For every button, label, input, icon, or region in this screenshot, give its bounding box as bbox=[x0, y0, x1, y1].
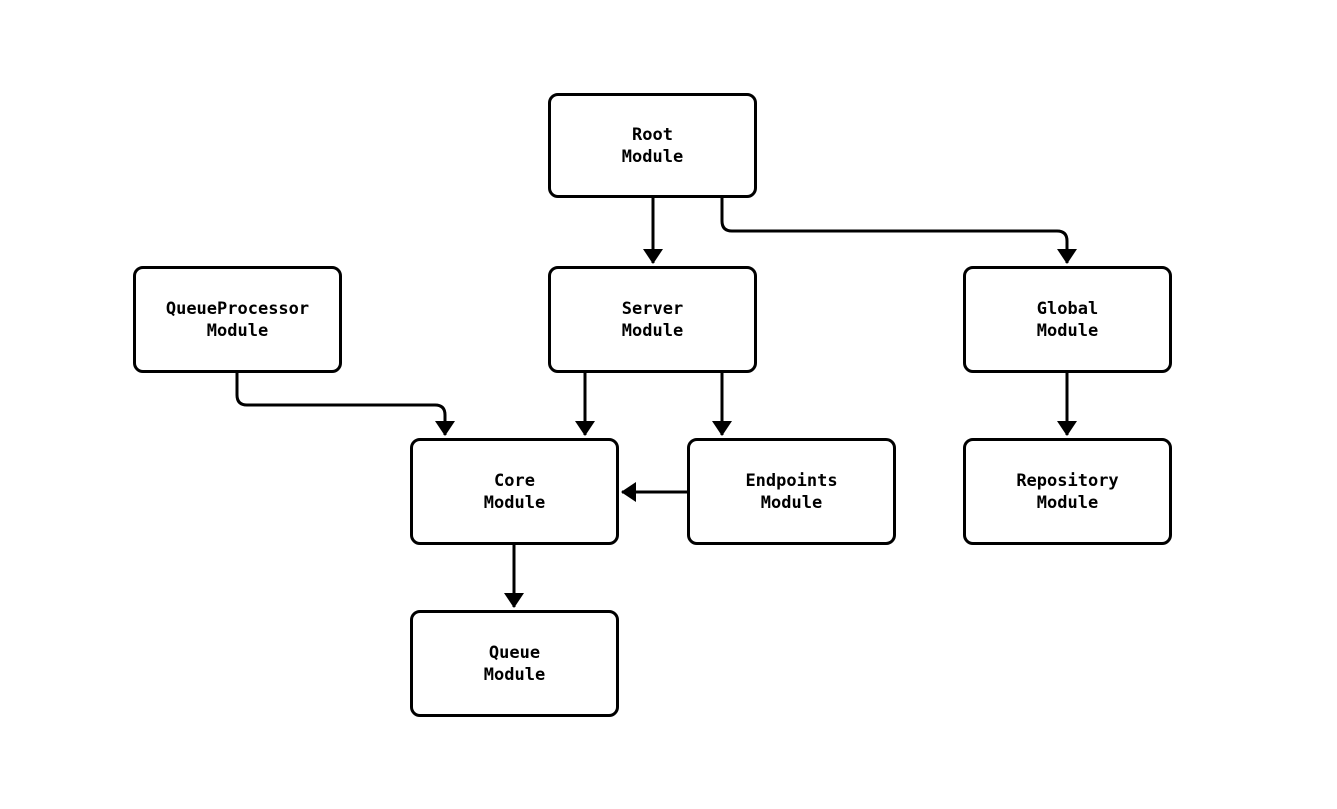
node-label: Server Module bbox=[621, 298, 684, 341]
node-global-module: Global Module bbox=[963, 266, 1172, 373]
node-queue-module: Queue Module bbox=[410, 610, 619, 717]
node-label: QueueProcessor Module bbox=[165, 298, 310, 341]
node-server-module: Server Module bbox=[548, 266, 757, 373]
node-label: Endpoints Module bbox=[745, 470, 838, 513]
node-label: Repository Module bbox=[1016, 470, 1119, 513]
node-repository-module: Repository Module bbox=[963, 438, 1172, 545]
edge-root-global bbox=[720, 197, 1077, 264]
node-queueprocessor-module: QueueProcessor Module bbox=[133, 266, 342, 373]
edge-queueprocessor-core bbox=[235, 372, 455, 436]
node-label: Core Module bbox=[483, 470, 546, 513]
node-label: Global Module bbox=[1036, 298, 1099, 341]
node-core-module: Core Module bbox=[410, 438, 619, 545]
node-endpoints-module: Endpoints Module bbox=[687, 438, 896, 545]
node-label: Root Module bbox=[621, 124, 684, 167]
node-root-module: Root Module bbox=[548, 93, 757, 198]
node-label: Queue Module bbox=[483, 642, 546, 685]
